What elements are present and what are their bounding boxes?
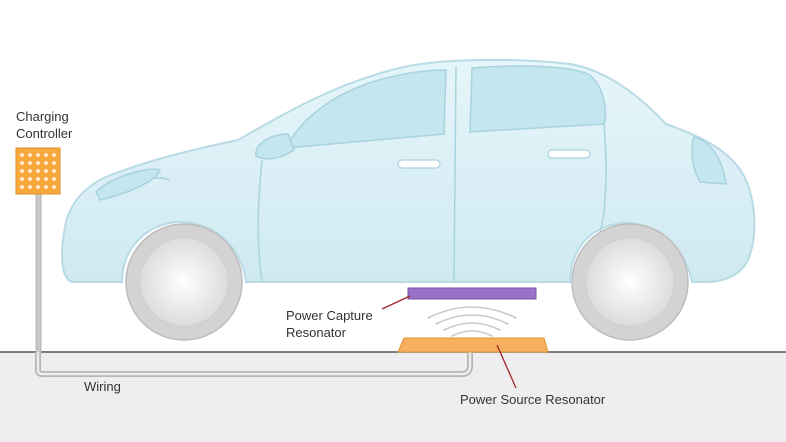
- tail-light: [691, 135, 727, 185]
- controller-led-dot: [36, 177, 40, 181]
- power-source-label: Power Source Resonator: [460, 392, 606, 407]
- power-capture-label: Power Capture Resonator: [286, 307, 373, 341]
- controller-post: [35, 193, 42, 355]
- rear-wheel: [571, 223, 689, 341]
- controller-led-dot: [20, 185, 24, 189]
- rear-window: [469, 65, 607, 133]
- controller-led-dot: [52, 185, 56, 189]
- controller-led-dot: [20, 177, 24, 181]
- power-capture-label-line2: Resonator: [286, 325, 346, 340]
- controller-led-dot: [52, 161, 56, 165]
- controller-led-dot: [52, 169, 56, 173]
- controller-led-dot: [44, 177, 48, 181]
- controller-led-dot: [28, 161, 32, 165]
- leader-source: [496, 344, 517, 389]
- front-door-handle: [397, 159, 441, 169]
- wiring-label: Wiring: [84, 379, 121, 394]
- car: [61, 58, 756, 283]
- controller-led-dot: [44, 185, 48, 189]
- controller-led-dot: [36, 161, 40, 165]
- ground: [0, 352, 786, 442]
- controller-led-dot: [36, 185, 40, 189]
- charging-controller-label-line2: Controller: [16, 126, 73, 141]
- controller-led-dot: [36, 153, 40, 157]
- charging-controller-label-line1: Charging: [16, 109, 69, 124]
- controller-led-dot: [44, 153, 48, 157]
- controller-led-dot: [44, 169, 48, 173]
- headlight: [95, 168, 161, 201]
- controller-led-dot: [52, 177, 56, 181]
- front-window: [284, 69, 447, 149]
- side-mirror: [255, 133, 295, 160]
- controller-led-dot: [20, 161, 24, 165]
- controller-led-dot: [44, 161, 48, 165]
- charging-controller: [15, 147, 61, 195]
- power-capture-resonator: [407, 287, 537, 300]
- charging-controller-label: Charging Controller: [16, 108, 72, 142]
- controller-led-dot: [36, 169, 40, 173]
- front-wheel: [125, 223, 243, 341]
- controller-led-dot: [20, 153, 24, 157]
- power-capture-label-line1: Power Capture: [286, 308, 373, 323]
- power-source-resonator: [397, 337, 549, 353]
- energy-waves: [427, 306, 517, 337]
- controller-led-dot: [28, 177, 32, 181]
- controller-led-dot: [28, 185, 32, 189]
- controller-led-dot: [28, 169, 32, 173]
- leader-capture: [381, 295, 411, 310]
- rear-door-handle: [547, 149, 591, 159]
- controller-led-dot: [52, 153, 56, 157]
- controller-led-dot: [20, 169, 24, 173]
- controller-led-dot: [28, 153, 32, 157]
